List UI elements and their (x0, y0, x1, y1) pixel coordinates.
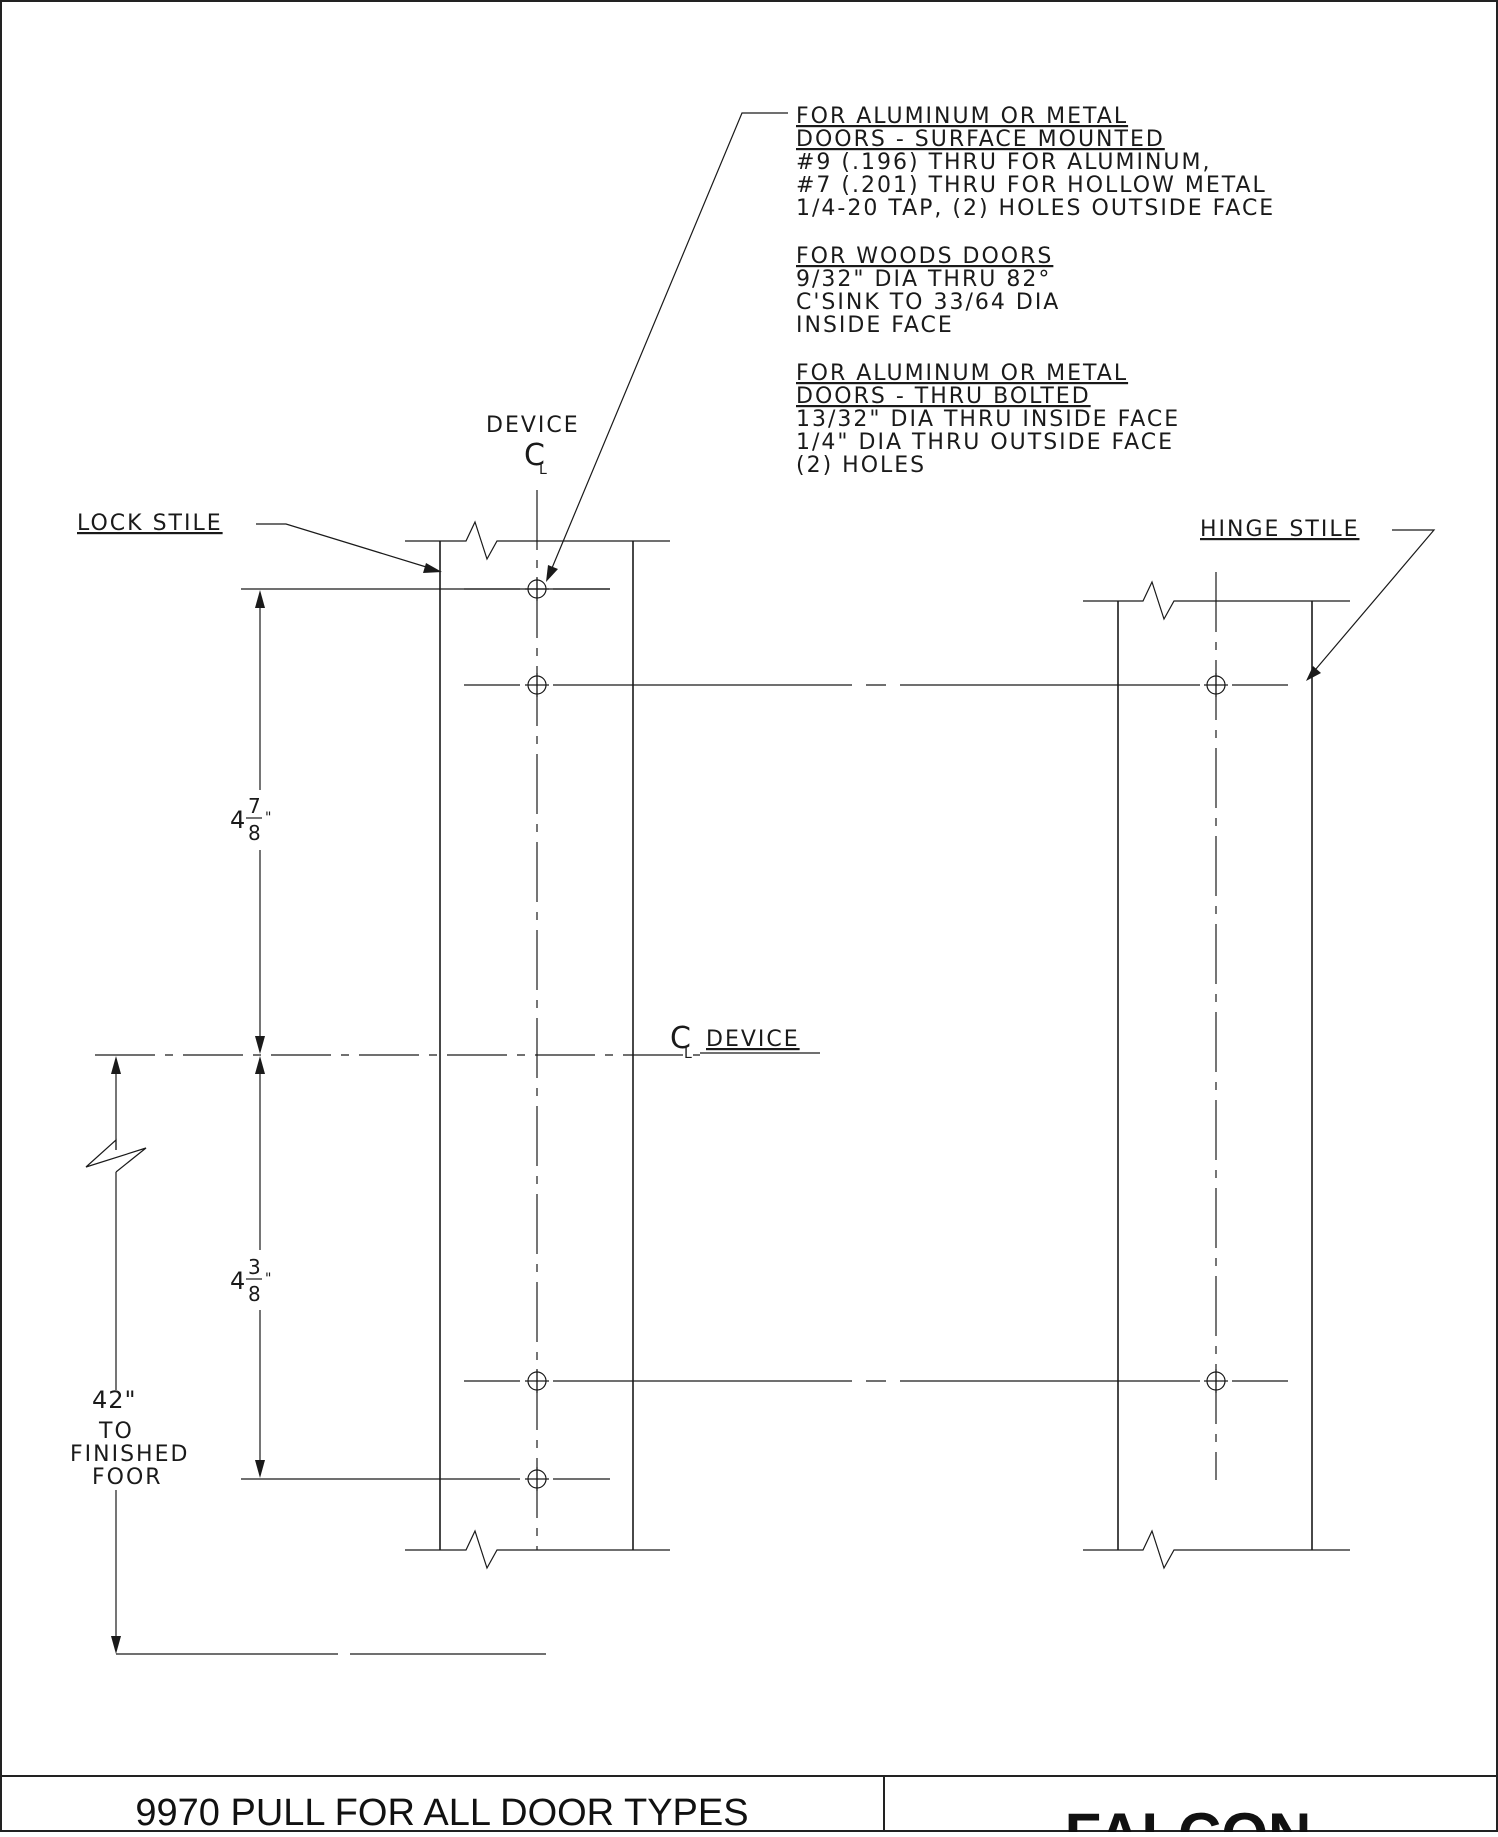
hinge-stile (1083, 572, 1350, 1570)
dim-whole: 4 (230, 806, 246, 834)
hinge-stile-leader (1309, 529, 1436, 677)
notes-leader-arrowhead (546, 565, 558, 582)
note-heading: FOR ALUMINUM OR METAL (796, 104, 1128, 129)
dim-denominator: 8 (248, 821, 261, 845)
note-line: #7 (.201) THRU FOR HOLLOW METAL (796, 173, 1267, 198)
hinge-stile-top-break (1083, 580, 1350, 621)
hinge-stile-arrowhead (1306, 666, 1321, 681)
note-heading: DOORS - SURFACE MOUNTED (796, 127, 1165, 152)
dim-numerator: 3 (248, 1255, 261, 1279)
hinge-stile-bottom-break (1083, 1529, 1350, 1570)
device-centerline-label-side: C L DEVICE (670, 1021, 820, 1062)
floor-dim-to: TO (98, 1419, 134, 1444)
note-line: (2) HOLES (796, 453, 926, 478)
dim-denominator: 8 (248, 1282, 261, 1306)
lower-dimension: 4 3 8 " (230, 1056, 464, 1480)
centerline-subscript-side: L (684, 1046, 692, 1062)
note-line: #9 (.196) THRU FOR ALUMINUM, (796, 150, 1212, 175)
dim-arrowhead (255, 1036, 265, 1054)
floor-dim-value: 42" (92, 1386, 137, 1414)
floor-dim-foor: FOOR (92, 1465, 163, 1490)
hole-marker (525, 1467, 549, 1491)
note-line: 1/4" DIA THRU OUTSIDE FACE (796, 430, 1174, 455)
dim-arrowhead (255, 1460, 265, 1478)
brand-logo-text: FALCON (1065, 1801, 1312, 1832)
notes-block: FOR ALUMINUM OR METAL DOORS - SURFACE MO… (546, 104, 1275, 582)
note-line: 1/4-20 TAP, (2) HOLES OUTSIDE FACE (796, 196, 1275, 221)
note-line: C'SINK TO 33/64 DIA (796, 290, 1060, 315)
lock-stile-leader (256, 523, 437, 571)
note-line: 9/32" DIA THRU 82° (796, 267, 1051, 292)
floor-dim-finished: FINISHED (70, 1442, 189, 1467)
centerline-symbol-side: C (670, 1021, 691, 1056)
centerline-subscript-top: L (539, 462, 547, 478)
note-heading: FOR WOODS DOORS (796, 244, 1053, 269)
lock-stile (405, 490, 670, 1570)
note-line: 13/32" DIA THRU INSIDE FACE (796, 407, 1180, 432)
hole-rows (95, 588, 1288, 1480)
device-centerline-label-top: DEVICE C L (486, 413, 580, 478)
hole-marker (525, 673, 549, 697)
lock-stile-arrowhead (423, 563, 442, 573)
lock-stile-callout: LOCK STILE (77, 511, 442, 573)
holes (525, 577, 1228, 1491)
dim-break-symbol (85, 1138, 147, 1173)
hole-marker (525, 1369, 549, 1393)
centerline-symbol-top: C (524, 438, 545, 473)
dim-whole: 4 (230, 1267, 246, 1295)
dim-numerator: 7 (248, 794, 261, 818)
dim-unit: " (265, 1271, 271, 1287)
hole-marker (1204, 673, 1228, 697)
hinge-stile-label: HINGE STILE (1200, 517, 1359, 542)
notes-leader (551, 112, 788, 569)
hole-marker (1204, 1369, 1228, 1393)
hinge-stile-callout: HINGE STILE (1200, 517, 1436, 681)
note-thru-bolted: FOR ALUMINUM OR METAL DOORS - THRU BOLTE… (796, 361, 1180, 478)
lock-stile-bottom-break (405, 1529, 670, 1570)
upper-dimension: 4 7 8 " (230, 588, 610, 1054)
lock-stile-label: LOCK STILE (77, 511, 223, 536)
device-label-side: DEVICE (706, 1027, 800, 1052)
note-wood-doors: FOR WOODS DOORS 9/32" DIA THRU 82° C'SIN… (796, 244, 1060, 338)
dim-arrowhead (255, 1056, 265, 1074)
note-surface-mounted: FOR ALUMINUM OR METAL DOORS - SURFACE MO… (796, 104, 1275, 221)
note-heading: DOORS - THRU BOLTED (796, 384, 1091, 409)
note-line: INSIDE FACE (796, 313, 954, 338)
title-block: 9970 PULL FOR ALL DOOR TYPES FALCON (1, 1775, 1497, 1837)
note-heading: FOR ALUMINUM OR METAL (796, 361, 1128, 386)
device-label-top: DEVICE (486, 413, 580, 438)
floor-dimension: 42" TO FINISHED FOOR (70, 1056, 546, 1655)
dim-arrowhead (255, 590, 265, 608)
drawing-title: 9970 PULL FOR ALL DOOR TYPES (135, 1792, 748, 1832)
lock-stile-top-break (405, 520, 670, 561)
dim-arrowhead (111, 1056, 121, 1074)
dim-arrowhead (111, 1636, 121, 1654)
dim-unit: " (265, 810, 271, 826)
